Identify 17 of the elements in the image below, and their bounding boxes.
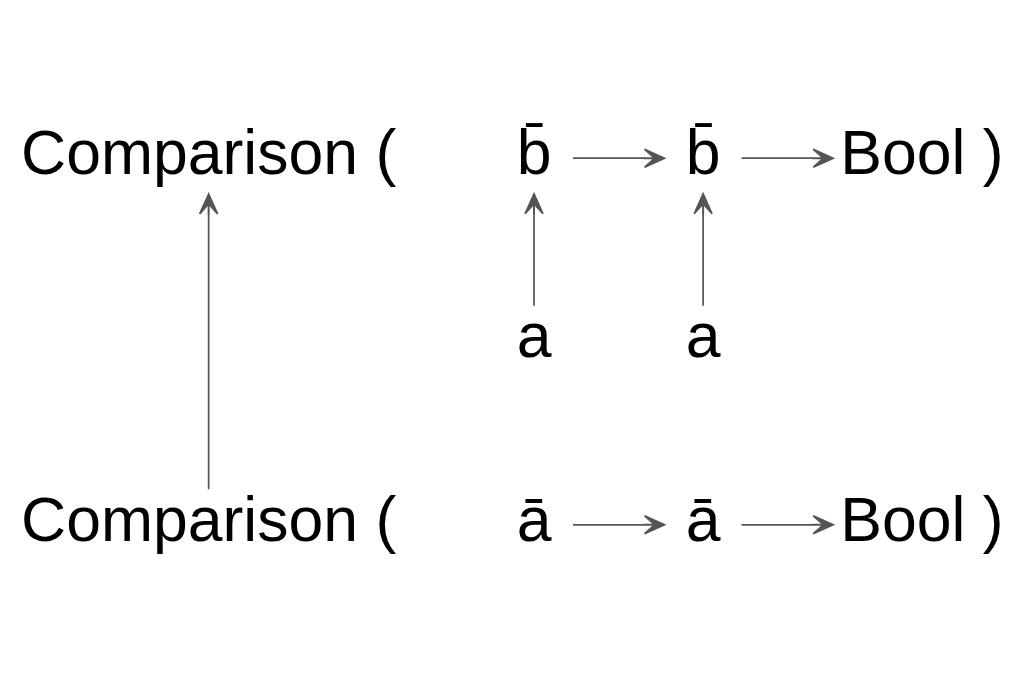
arrow [572, 514, 666, 535]
node-text: Comparison ( [21, 483, 397, 554]
arrow [572, 147, 666, 168]
node-text: a [516, 299, 552, 370]
arrow [693, 192, 713, 307]
arrow [740, 514, 834, 535]
node-text: Comparison ( [21, 116, 397, 187]
node-text: a [685, 299, 721, 370]
node-text: Bool ) [840, 116, 1004, 187]
node-text: ā [516, 483, 552, 554]
arrow [524, 192, 544, 307]
arrow [740, 147, 834, 168]
node-text: b̄ [685, 116, 721, 187]
node-text: ā [685, 483, 721, 554]
node-text: Bool ) [840, 483, 1004, 554]
node-text: b̄ [516, 116, 552, 187]
arrow [198, 192, 219, 490]
